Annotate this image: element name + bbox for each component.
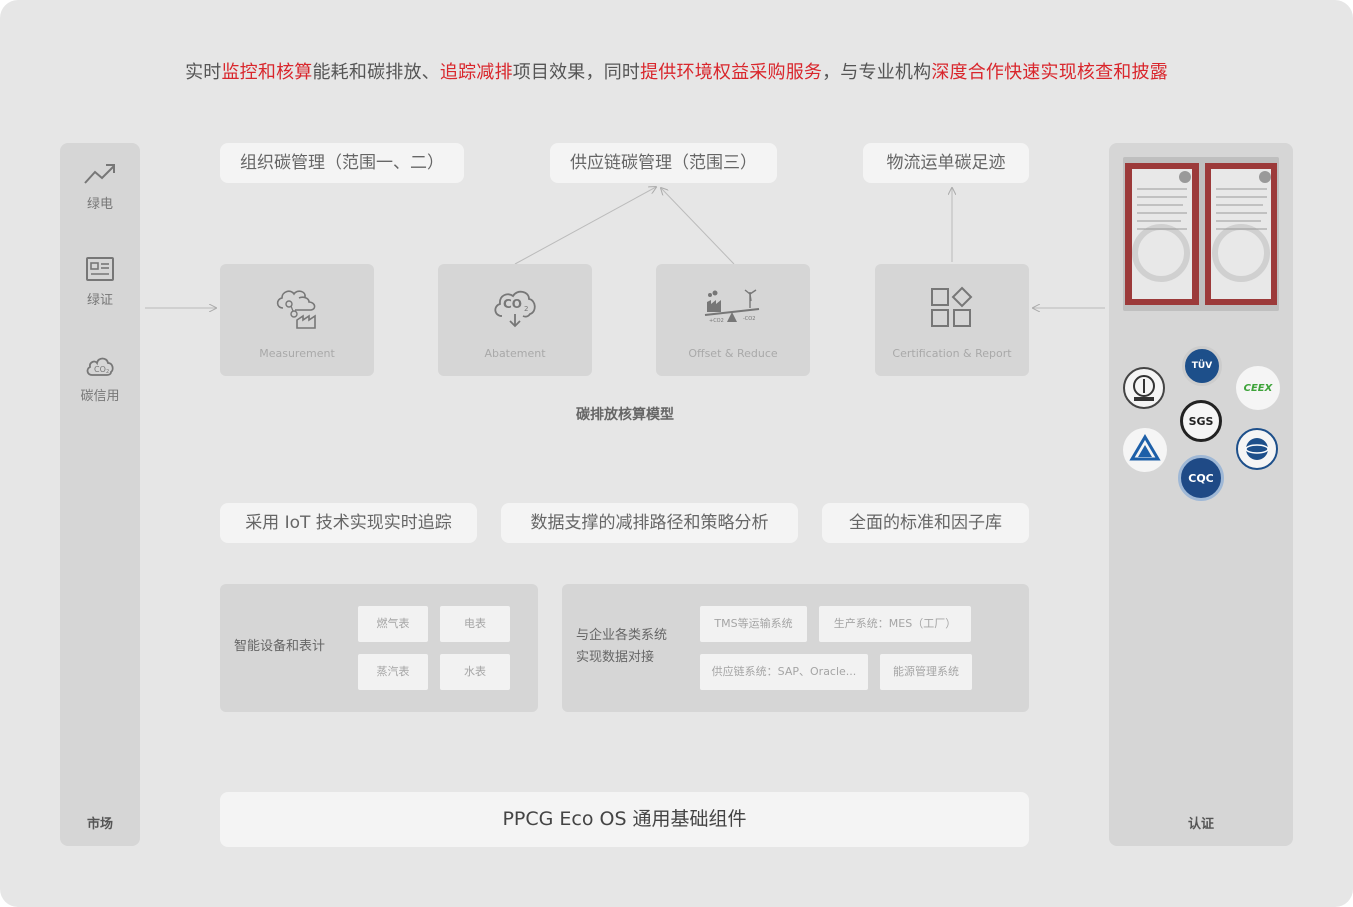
gas-meter-chip[interactable]: 燃气表 bbox=[358, 606, 428, 642]
mes-system-chip[interactable]: 生产系统：MES（工厂） bbox=[819, 606, 971, 642]
tuv-logo-text: TÜV bbox=[1191, 361, 1213, 371]
headline-highlight: 追踪减排 bbox=[439, 62, 513, 83]
certification-body-logo bbox=[1236, 428, 1278, 470]
certification-title: 认证 bbox=[1187, 817, 1214, 832]
integration-panel: 与企业各类系统 实现数据对接 TMS等运输系统 生产系统：MES（工厂） 供应链… bbox=[562, 584, 1029, 712]
headline-text: 实时 bbox=[185, 62, 222, 83]
measurement-card[interactable]: Measurement bbox=[220, 264, 374, 376]
market-item-green-certificate[interactable]: 绿证 bbox=[60, 255, 140, 308]
market-item-label: 绿电 bbox=[86, 197, 113, 212]
tuv-sud-logo: TÜV bbox=[1182, 346, 1222, 386]
headline-text: 项目效果，同时 bbox=[512, 62, 641, 83]
svg-text:CO: CO bbox=[94, 365, 106, 374]
certification-report-card[interactable]: Certification & Report bbox=[875, 264, 1029, 376]
devices-panel: 智能设备和表计 燃气表 电表 蒸汽表 水表 bbox=[220, 584, 538, 712]
reduction-analysis-pill[interactable]: 数据支撑的减排路径和策略分析 bbox=[501, 503, 798, 543]
certificate-photo bbox=[1123, 157, 1279, 311]
integration-title-line2: 实现数据对接 bbox=[576, 650, 655, 665]
sgs-logo-text: SGS bbox=[1188, 414, 1214, 428]
headline-highlight: 监控和核算 bbox=[221, 62, 313, 83]
market-item-carbon-credit[interactable]: CO 2 碳信用 bbox=[60, 351, 140, 404]
steam-meter-chip[interactable]: 蒸汽表 bbox=[358, 654, 428, 690]
devices-title: 智能设备和表计 bbox=[234, 639, 326, 654]
energy-management-chip[interactable]: 能源管理系统 bbox=[880, 654, 972, 690]
svg-text:2: 2 bbox=[106, 369, 109, 375]
certificate-icon bbox=[86, 257, 114, 281]
headline-text: ，与专业机构 bbox=[822, 62, 932, 83]
offset-reduce-card[interactable]: +CO2 -CO2 Offset & Reduce bbox=[656, 264, 810, 376]
arrow-offset-to-scope3 bbox=[661, 188, 735, 265]
tms-system-chip[interactable]: TMS等运输系统 bbox=[700, 606, 807, 642]
integration-title-line1: 与企业各类系统 bbox=[576, 628, 668, 643]
factor-library-pill[interactable]: 全面的标准和因子库 bbox=[822, 503, 1029, 543]
integration-title: 与企业各类系统 实现数据对接 bbox=[576, 625, 667, 669]
cqc-logo-text: CQC bbox=[1188, 471, 1214, 485]
svg-text:CO: CO bbox=[503, 297, 522, 311]
market-item-green-power[interactable]: 绿电 bbox=[60, 161, 140, 212]
blocks-icon bbox=[931, 286, 973, 327]
balance-seesaw-icon: +CO2 -CO2 bbox=[704, 289, 760, 324]
logistics-footprint-pill[interactable]: 物流运单碳足迹 bbox=[863, 143, 1029, 183]
co2-cloud-icon: CO 2 bbox=[86, 357, 114, 376]
tuv-rheinland-logo bbox=[1123, 428, 1167, 472]
iot-tracking-pill[interactable]: 采用 IoT 技术实现实时追踪 bbox=[220, 503, 477, 543]
ceex-logo-text: CEEX bbox=[1243, 382, 1273, 394]
trend-up-icon bbox=[84, 164, 115, 184]
headline-highlight: 深度合作快速实现核查和披露 bbox=[931, 62, 1168, 83]
market-item-label: 绿证 bbox=[86, 293, 113, 308]
market-title: 市场 bbox=[86, 817, 113, 832]
sgs-logo: SGS bbox=[1180, 400, 1222, 442]
scope3-pill[interactable]: 供应链碳管理（范围三） bbox=[550, 143, 777, 183]
scope12-pill[interactable]: 组织碳管理（范围一、二） bbox=[220, 143, 464, 183]
foundation-bar[interactable]: PPCG Eco OS 通用基础组件 bbox=[220, 792, 1029, 847]
cqc-logo: CQC bbox=[1178, 455, 1224, 501]
ceex-logo: CEEX bbox=[1236, 366, 1280, 410]
electric-meter-chip[interactable]: 电表 bbox=[440, 606, 510, 642]
bureau-veritas-logo bbox=[1123, 367, 1165, 409]
co2-down-icon: CO 2 bbox=[494, 290, 536, 328]
svg-text:+CO2: +CO2 bbox=[709, 318, 724, 324]
headline: 实时监控和核算能耗和碳排放、追踪减排项目效果，同时提供环境权益采购服务，与专业机… bbox=[0, 58, 1353, 84]
model-label: 碳排放核算模型 bbox=[576, 407, 674, 423]
headline-highlight: 提供环境权益采购服务 bbox=[640, 62, 823, 83]
card-label: Measurement bbox=[259, 347, 335, 360]
card-label: Abatement bbox=[484, 347, 546, 360]
arrow-abatement-to-scope3 bbox=[514, 187, 656, 265]
svg-text:2: 2 bbox=[524, 305, 528, 313]
supply-chain-system-chip[interactable]: 供应链系统：SAP、Oracle... bbox=[700, 654, 868, 690]
card-label: Certification & Report bbox=[892, 347, 1012, 360]
water-meter-chip[interactable]: 水表 bbox=[440, 654, 510, 690]
cloud-factory-icon bbox=[276, 290, 316, 329]
headline-text: 能耗和碳排放、 bbox=[312, 62, 440, 83]
market-item-label: 碳信用 bbox=[80, 389, 120, 404]
card-label: Offset & Reduce bbox=[688, 347, 778, 360]
abatement-card[interactable]: CO 2 Abatement bbox=[438, 264, 592, 376]
svg-text:-CO2: -CO2 bbox=[743, 316, 755, 322]
market-column: 绿电 绿证 CO 2 碳信用 市场 bbox=[60, 143, 140, 846]
